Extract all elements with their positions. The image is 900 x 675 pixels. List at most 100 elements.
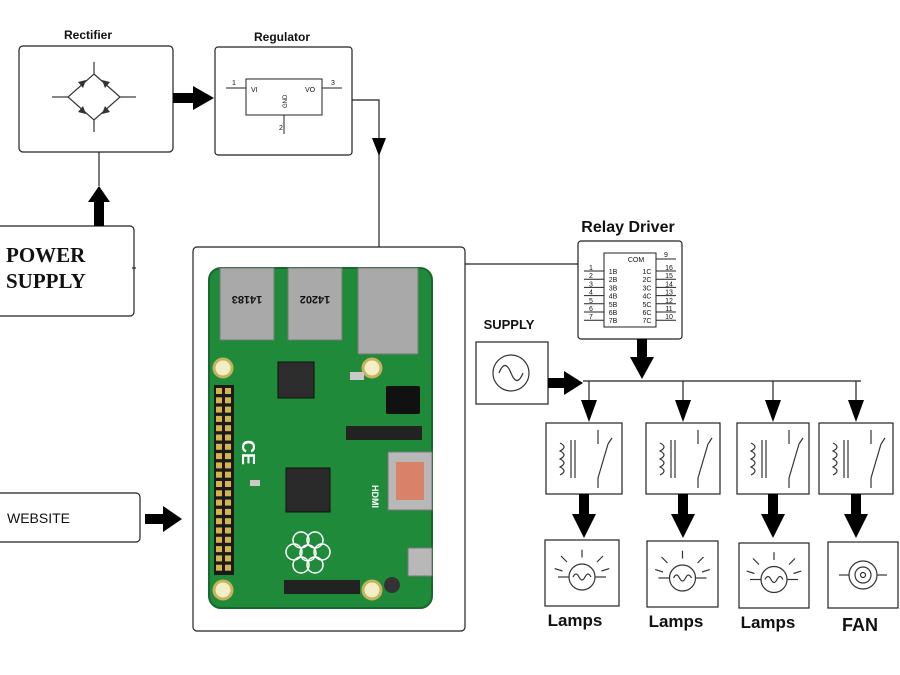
relay-com-label: COM (628, 257, 645, 264)
uln2003-ic (603, 252, 657, 328)
relay-pin-input: 5B (609, 302, 618, 309)
relay-pin-output: 7C (643, 318, 652, 325)
load-label-3: Lamps (741, 613, 796, 632)
component (350, 372, 364, 380)
regulator-block: Regulator VI VO GND 1 2 3 (214, 30, 353, 156)
relay-pin-output: 3C (643, 285, 652, 292)
relay-pin-number-left: 4 (589, 290, 593, 297)
relay-pin-number-left: 7 (589, 314, 593, 321)
gpio-pin (216, 499, 222, 506)
regulator-pin-vo: VO (305, 87, 316, 94)
lamp-icon (554, 549, 610, 591)
load-label-4: FAN (842, 615, 878, 635)
mounting-hole (361, 579, 383, 601)
relay-pin-input: 2B (609, 277, 618, 284)
gpio-pin (216, 564, 222, 571)
gpio-pin (216, 546, 222, 553)
lamp-3 (738, 542, 810, 609)
gpio-pins (216, 388, 231, 571)
usb-port-left: 14183 (219, 267, 275, 341)
relay-pin-input: 6B (609, 310, 618, 317)
mounting-hole (212, 579, 234, 601)
component (384, 577, 400, 593)
wire-regulator-to-board (352, 99, 386, 248)
gpio-pin (225, 471, 231, 478)
gpio-pin (225, 406, 231, 413)
gpio-pin (216, 406, 222, 413)
bus-drops (581, 381, 864, 422)
ac-supply-box (475, 341, 549, 405)
gpio-pin (216, 527, 222, 534)
ce-mark: CE (238, 440, 258, 465)
gpio-pin (225, 415, 231, 422)
arrow-bus-to-relay (765, 400, 781, 422)
arrow-relay-driver-to-bus (630, 339, 654, 379)
raspberry-pi-block: 14183 14202 HDMI (192, 246, 466, 632)
hdmi-label: HDMI (370, 485, 380, 508)
gpio-pin (216, 434, 222, 441)
gpio-pin (216, 481, 222, 487)
gpio-pin (216, 462, 222, 469)
gpio-pin (225, 443, 231, 450)
gpio-pin (225, 425, 231, 432)
regulator-pin-2: 2 (279, 125, 283, 132)
gpio-pin (216, 518, 222, 525)
relay-pin-number-right: 14 (665, 281, 673, 288)
power-supply-label-line2: SUPPLY (6, 269, 86, 293)
lamp-icon (655, 550, 710, 592)
relay-pin-number-right: 16 (665, 265, 673, 272)
gpio-pin (216, 415, 222, 422)
load-label-2: Lamps (649, 612, 704, 631)
lamp-1 (544, 539, 620, 607)
regulator-pin-1: 1 (232, 80, 236, 87)
gpio-pin (216, 555, 222, 562)
relay-pin-input: 3B (609, 285, 618, 292)
relay-pin-output: 6C (643, 310, 652, 317)
relay-pin-number-left: 2 (589, 273, 593, 280)
relay-pin-input: 1B (609, 269, 618, 276)
power-supply-label-line1: POWER (6, 243, 86, 267)
power-supply-block: POWER SUPPLY (0, 225, 136, 317)
hdmi-copper (396, 462, 424, 500)
fan (827, 541, 899, 609)
gpio-pin (216, 508, 222, 515)
arrow-bus-to-relay (581, 400, 597, 422)
relay-switch-icon (658, 430, 713, 488)
gpio-pin (225, 518, 231, 525)
relay-row (545, 422, 894, 538)
gpio-pin (216, 471, 222, 478)
relay-pin-number-right: 13 (665, 290, 673, 297)
relay-pin-number-right: 11 (665, 306, 672, 313)
camera-connector (284, 580, 360, 594)
relay-3 (736, 422, 810, 495)
rectifier-box (18, 45, 174, 153)
lamp-2 (646, 540, 719, 608)
rectifier-block: Rectifier (18, 28, 174, 153)
gpio-pin (225, 508, 231, 515)
usb-left-label: 14183 (232, 293, 263, 305)
relay-pin-input: 4B (609, 294, 618, 301)
micro-usb-port (407, 547, 433, 577)
website-label: WEBSITE (7, 510, 70, 526)
ac-supply-block: SUPPLY (475, 317, 583, 405)
arrow-website-to-board (145, 506, 182, 532)
website-box (0, 492, 141, 543)
relay-pin-number-left: 3 (589, 281, 593, 288)
relay-pin-number-right: 12 (665, 298, 673, 305)
relay-pin-number-right: 10 (665, 314, 673, 321)
relay-driver-title: Relay Driver (581, 219, 674, 236)
regulator-title: Regulator (254, 30, 310, 44)
website-block: WEBSITE (0, 492, 141, 543)
relay-pin-output: 2C (643, 277, 652, 284)
arrow-rectifier-to-regulator (173, 86, 214, 110)
regulator-pin-vi: VI (251, 87, 258, 94)
display-connector (346, 426, 422, 440)
gpio-pin (225, 499, 231, 506)
power-supply-box (0, 225, 135, 317)
usb-ethernet-chip (277, 361, 315, 399)
relay-pin-input: 7B (609, 318, 618, 325)
soc-chip (285, 467, 331, 513)
rectifier-title: Rectifier (64, 28, 112, 42)
